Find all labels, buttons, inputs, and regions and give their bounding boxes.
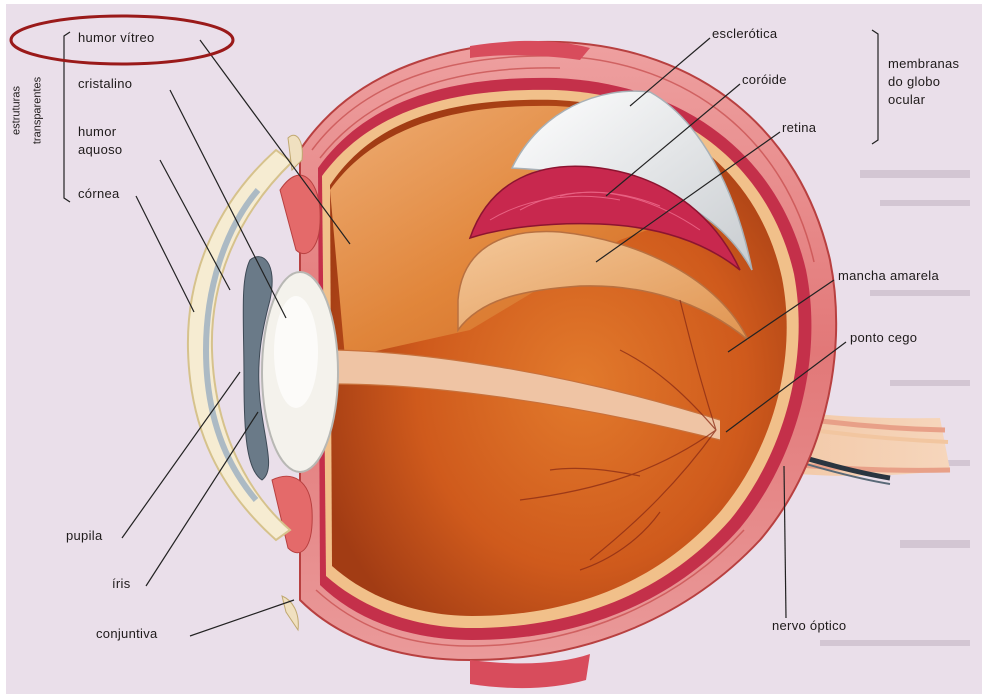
label-retina: retina	[782, 120, 816, 136]
label-iris: íris	[112, 576, 131, 592]
label-estruturas-1: estruturas	[11, 76, 24, 146]
label-estruturas-2: transparentes	[32, 71, 45, 151]
label-mancha-amarela: mancha amarela	[838, 268, 939, 284]
label-ponto-cego: ponto cego	[850, 330, 917, 346]
label-cristalino: cristalino	[78, 76, 132, 92]
label-humor-vitreo: humor vítreo	[78, 30, 155, 46]
label-conjuntiva: conjuntiva	[96, 626, 158, 642]
label-coroide: coróide	[742, 72, 787, 88]
label-humor-aquoso-1: humor	[78, 124, 116, 140]
label-esclerotica: esclerótica	[712, 26, 777, 42]
label-humor-aquoso-2: aquoso	[78, 142, 122, 158]
label-membranas-2: do globo	[888, 74, 940, 90]
label-pupila: pupila	[66, 528, 103, 544]
label-cornea: córnea	[78, 186, 120, 202]
label-membranas-1: membranas	[888, 56, 959, 72]
label-membranas-3: ocular	[888, 92, 925, 108]
label-nervo-optico: nervo óptico	[772, 618, 846, 634]
